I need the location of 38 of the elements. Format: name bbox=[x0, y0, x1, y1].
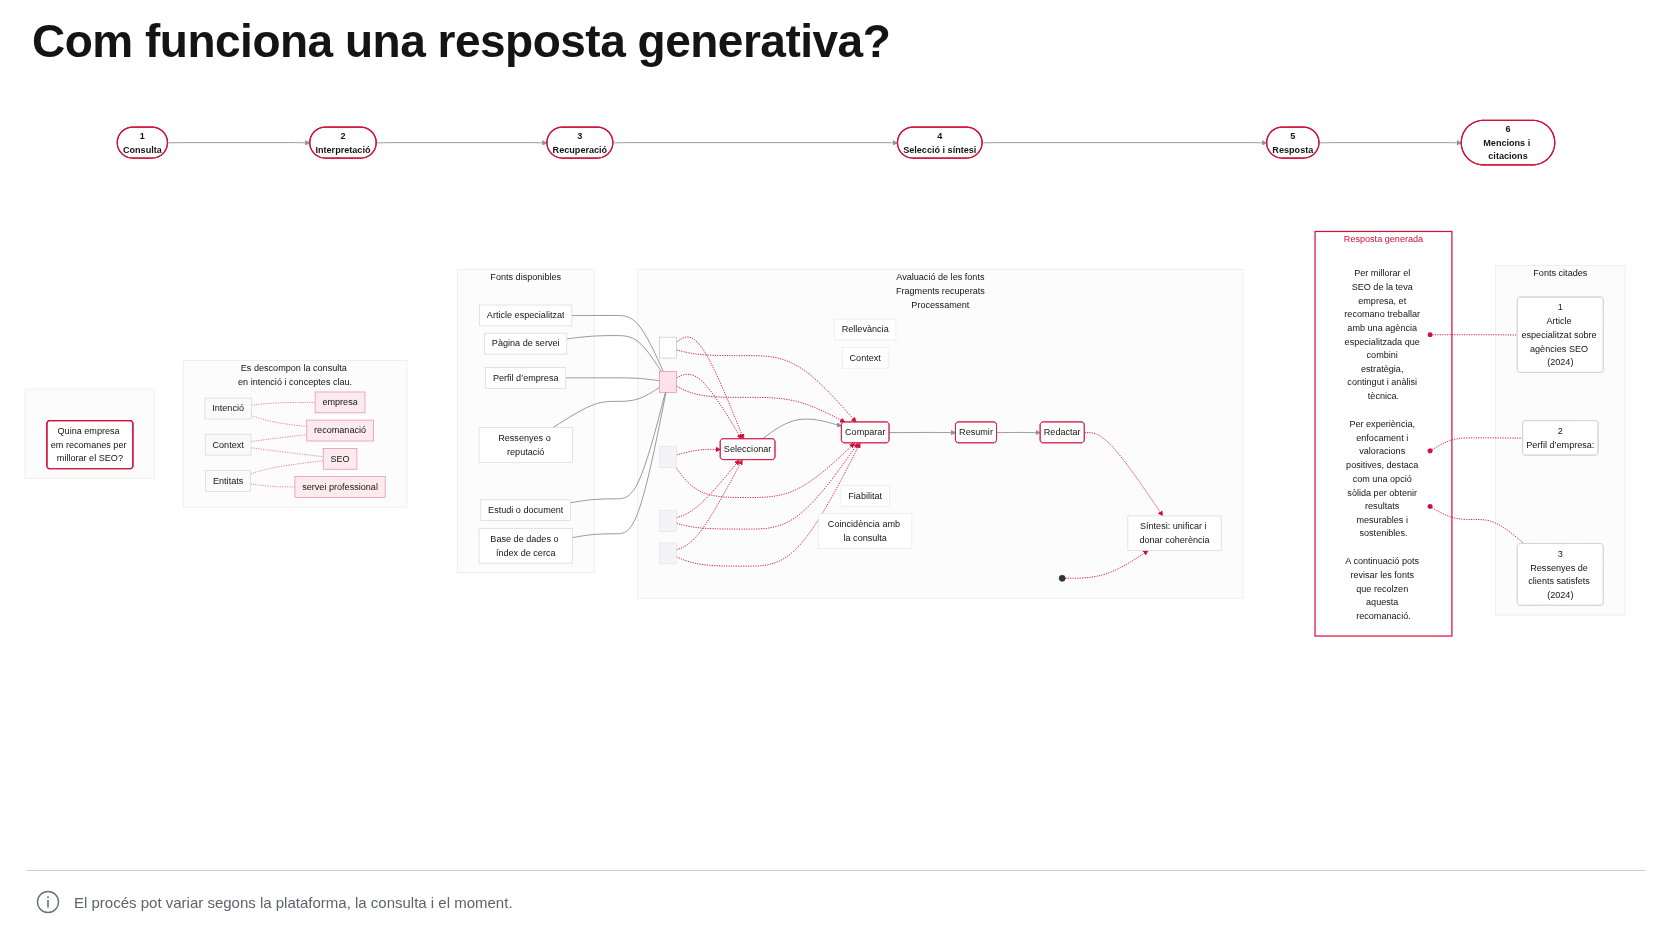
node-box: Fiabilitat bbox=[840, 485, 890, 507]
node-box: SEO bbox=[322, 448, 358, 470]
connector bbox=[565, 377, 660, 382]
connector bbox=[571, 391, 667, 539]
node-box bbox=[659, 510, 677, 532]
title: Com funciona una resposta generativa? bbox=[32, 14, 891, 68]
node-box: Entitats bbox=[205, 470, 251, 492]
node-box: Estudi o document bbox=[480, 499, 571, 521]
node-box: Intenció bbox=[204, 397, 252, 420]
connector bbox=[552, 386, 660, 429]
node-text: Per millorar el SEO de la teva empresa, et recomano treballar amb una agència especialitzada que combini estratègia, contingut i anàlisi tècnica. bbox=[1344, 267, 1421, 401]
node-box bbox=[659, 542, 677, 565]
node-box bbox=[659, 371, 677, 393]
connector bbox=[570, 391, 666, 504]
node-box: servei professional bbox=[294, 476, 386, 498]
connector bbox=[250, 447, 324, 458]
node-circle bbox=[1058, 574, 1066, 582]
caption: El procés pot variar segons la plataforma, la consulta i el moment. bbox=[74, 893, 513, 911]
connector bbox=[571, 315, 664, 372]
connector bbox=[566, 335, 662, 372]
node-box: Ressenyes o reputació bbox=[478, 427, 573, 463]
node-box: Síntesi: unificar i donar coherència bbox=[1127, 515, 1222, 551]
node-box: Context bbox=[204, 433, 252, 456]
node-box: empresa bbox=[314, 391, 366, 414]
connector bbox=[250, 434, 308, 443]
connector bbox=[250, 401, 316, 406]
node-box: Article especialitzat bbox=[479, 304, 573, 327]
node-box: recomanació bbox=[306, 419, 374, 442]
connector bbox=[250, 460, 324, 475]
node-box: Perfil d’empresa bbox=[485, 367, 567, 389]
node-box: Context bbox=[841, 347, 889, 369]
node-box: Pàgina de servei bbox=[484, 332, 568, 355]
node-text: Per experiència, enfocament i valoracions positives, destaca com una opció sòlida per obtenir resultats mesurables i sostenibles. bbox=[1346, 418, 1419, 538]
node-box: Coincidència amb la consulta bbox=[818, 513, 913, 549]
node-box: Base de dades o índex de cerca bbox=[478, 528, 573, 564]
node-box bbox=[659, 446, 677, 468]
node-text: A continuació pots revisar les fonts que recolzen aquesta recomanació. bbox=[1345, 555, 1420, 621]
node-box bbox=[659, 336, 677, 359]
